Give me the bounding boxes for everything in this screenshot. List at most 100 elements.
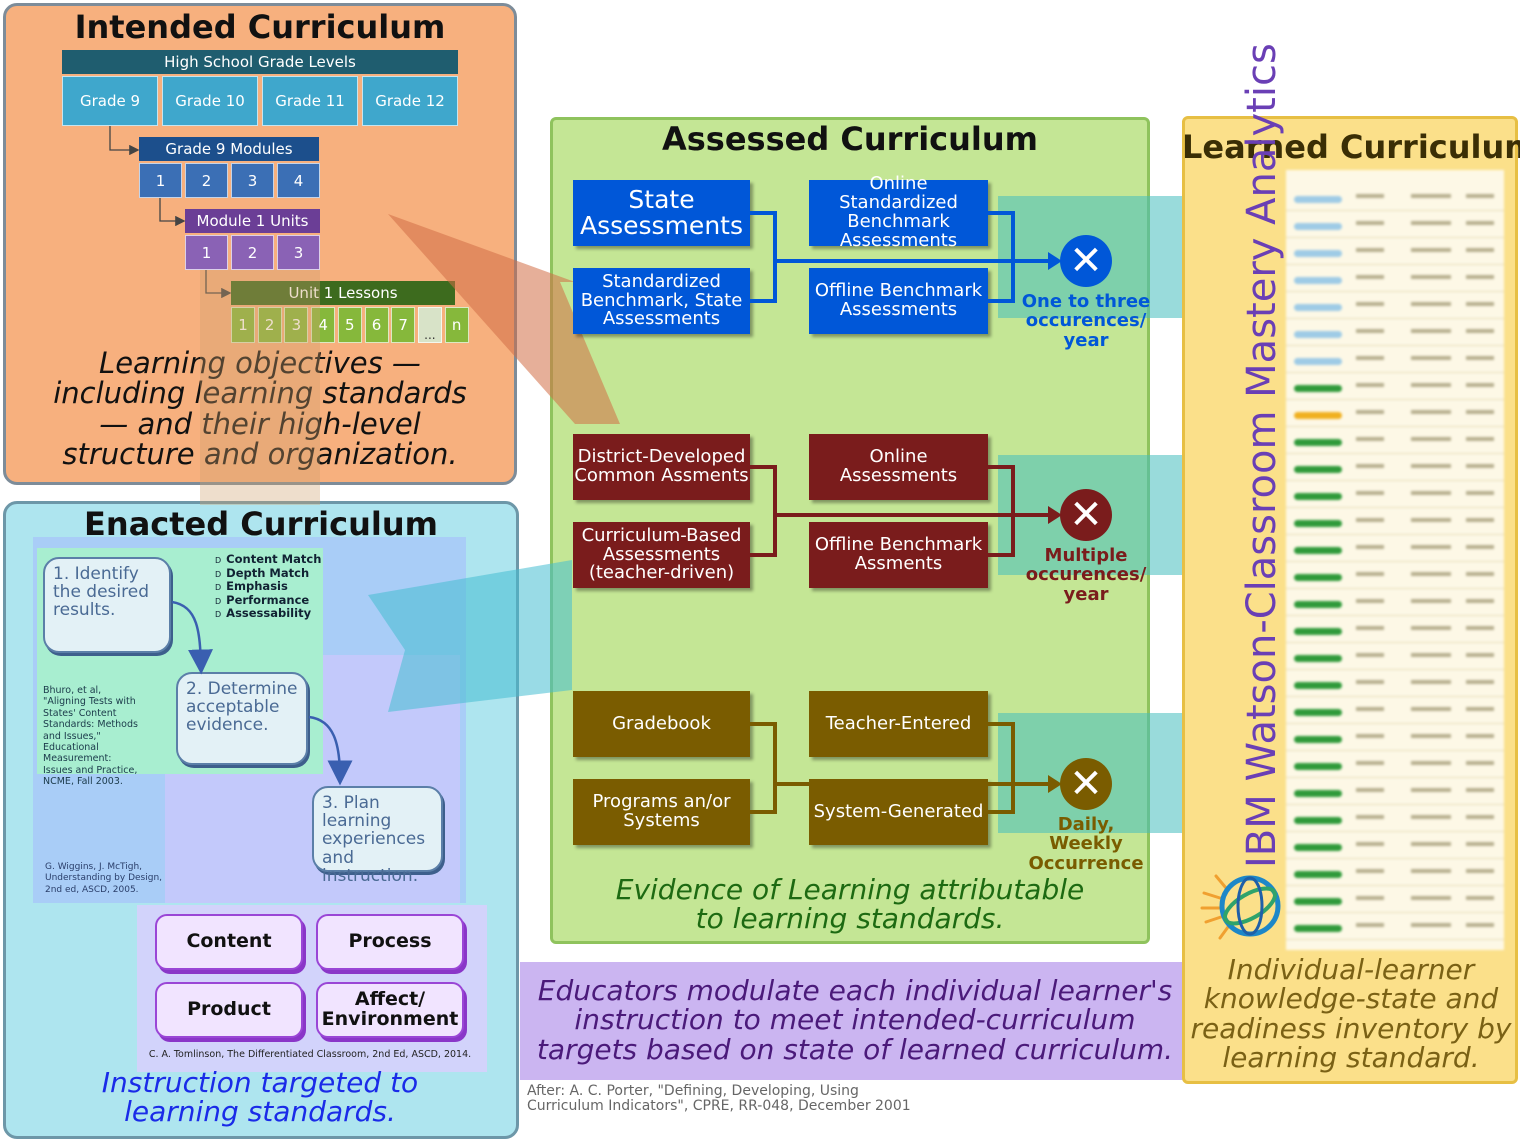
mastery-row-line (1286, 480, 1504, 481)
mastery-row-text (1411, 626, 1451, 630)
mastery-row-text (1466, 869, 1494, 873)
mastery-row-text (1466, 437, 1494, 441)
mastery-row-bar (1294, 520, 1342, 527)
mastery-row-text (1411, 815, 1451, 819)
mastery-row-text (1411, 842, 1451, 846)
caption-line: Evidence of Learning attributable (615, 873, 1085, 906)
grade-levels-header: High School Grade Levels (62, 50, 458, 74)
mastery-row-text (1466, 275, 1494, 279)
mastery-row-text (1466, 410, 1494, 414)
assessment-type-box: System-Generated (809, 779, 988, 845)
mastery-row-text (1466, 383, 1494, 387)
mastery-row-line (1286, 453, 1504, 454)
caption-line: Educators modulate each individual learn… (537, 974, 1173, 1007)
checkbox-icon: D (215, 610, 222, 620)
checklist-label: Emphasis (226, 579, 288, 594)
mastery-row-line (1286, 885, 1504, 886)
mastery-row-text (1411, 491, 1451, 495)
mastery-row-line (1286, 210, 1504, 211)
mastery-row-text (1466, 761, 1494, 765)
checkbox-icon: D (215, 596, 222, 606)
mastery-row-text (1411, 869, 1451, 873)
mastery-row-text (1356, 896, 1384, 900)
caption-line: instruction to meet intended-curriculum (574, 1003, 1136, 1037)
mastery-row-text (1466, 626, 1494, 630)
caption-line: knowledge-state and (1203, 982, 1499, 1016)
mastery-row-text (1466, 572, 1494, 576)
caption-line: including learning standards (53, 376, 467, 411)
close-x-icon: ✕ (1060, 758, 1112, 810)
lesson-box: n (444, 307, 469, 343)
mastery-row-text (1356, 788, 1384, 792)
checkbox-icon: D (215, 583, 222, 593)
mastery-row-line (1286, 669, 1504, 670)
mastery-row-line (1286, 750, 1504, 751)
mastery-row-text (1466, 194, 1494, 198)
backward-design-step: 3. Plan learning experiences and instruc… (312, 786, 443, 885)
assessment-source-box: Curriculum-Based Assessments (teacher-dr… (573, 522, 750, 588)
mastery-row-text (1411, 302, 1451, 306)
mastery-row-text (1356, 356, 1384, 360)
row-connector (750, 722, 1050, 814)
assessed-curriculum-title: Assessed Curriculum (661, 120, 1039, 158)
mastery-row-line (1286, 696, 1504, 697)
mastery-row-bar (1294, 547, 1342, 554)
mastery-row-text (1466, 707, 1494, 711)
checklist-label: Depth Match (226, 565, 310, 580)
mastery-row-text (1411, 599, 1451, 603)
source-citation: After: A. C. Porter, "Defining, Developi… (527, 1084, 927, 1113)
mastery-row-bar (1294, 925, 1342, 932)
mastery-row-text (1466, 896, 1494, 900)
mastery-row-text (1356, 464, 1384, 468)
assessment-type-box: Teacher-Entered (809, 691, 988, 757)
assessment-source-box: District-Developed Common Assments (573, 434, 750, 500)
mastery-row-line (1286, 426, 1504, 427)
mastery-row-line (1286, 507, 1504, 508)
mastery-row-line (1286, 345, 1504, 346)
differentiation-box: Product (155, 982, 303, 1038)
enacted-curriculum-title: Enacted Curriculum (84, 505, 438, 543)
mastery-row-line (1286, 534, 1504, 535)
caption-line: to learning standards. (695, 902, 1005, 936)
intended-curriculum-title: Intended Curriculum (74, 8, 446, 46)
mastery-row-text (1466, 923, 1494, 927)
mastery-row-text (1356, 707, 1384, 711)
mastery-row-text (1356, 653, 1384, 657)
mastery-row-text (1356, 572, 1384, 576)
mastery-report-image (1286, 170, 1504, 950)
frequency-label: Multiple occurences/ year (1025, 545, 1147, 605)
mastery-row-text (1466, 518, 1494, 522)
mastery-row-text (1356, 302, 1384, 306)
lesson-box: 1 (231, 307, 255, 343)
mastery-row-bar (1294, 277, 1342, 284)
mastery-row-bar (1294, 790, 1342, 797)
mastery-row-text (1411, 518, 1451, 522)
bhuro-citation: Bhuro, et al, "Aligning Tests with State… (43, 685, 138, 788)
mastery-row-text (1411, 680, 1451, 684)
mastery-row-text (1411, 653, 1451, 657)
lesson-box: 3 (284, 307, 309, 343)
assessment-source-box: Gradebook (573, 691, 750, 757)
module-1-units-header: Module 1 Units (185, 209, 320, 233)
mastery-row-bar (1294, 574, 1342, 581)
mastery-row-bar (1294, 196, 1342, 203)
close-x-icon: ✕ (1060, 235, 1112, 287)
caption-line: Instruction targeted to (101, 1066, 419, 1099)
unit-box: 2 (231, 235, 274, 270)
mastery-row-text (1411, 896, 1451, 900)
module-box: 4 (277, 163, 320, 198)
mastery-row-bar (1294, 655, 1342, 662)
mastery-row-line (1286, 642, 1504, 643)
caption-line: learning standard. (1222, 1041, 1480, 1075)
assessment-type-box: Offline Benchmark Assments (809, 522, 988, 588)
learned-curriculum-title: Learned Curriculum (1182, 128, 1520, 166)
mastery-row-line (1286, 237, 1504, 238)
mastery-row-text (1466, 788, 1494, 792)
mastery-row-text (1356, 518, 1384, 522)
mastery-row-text (1466, 734, 1494, 738)
caption-line: Individual-learner (1227, 953, 1475, 986)
mastery-row-line (1286, 777, 1504, 778)
